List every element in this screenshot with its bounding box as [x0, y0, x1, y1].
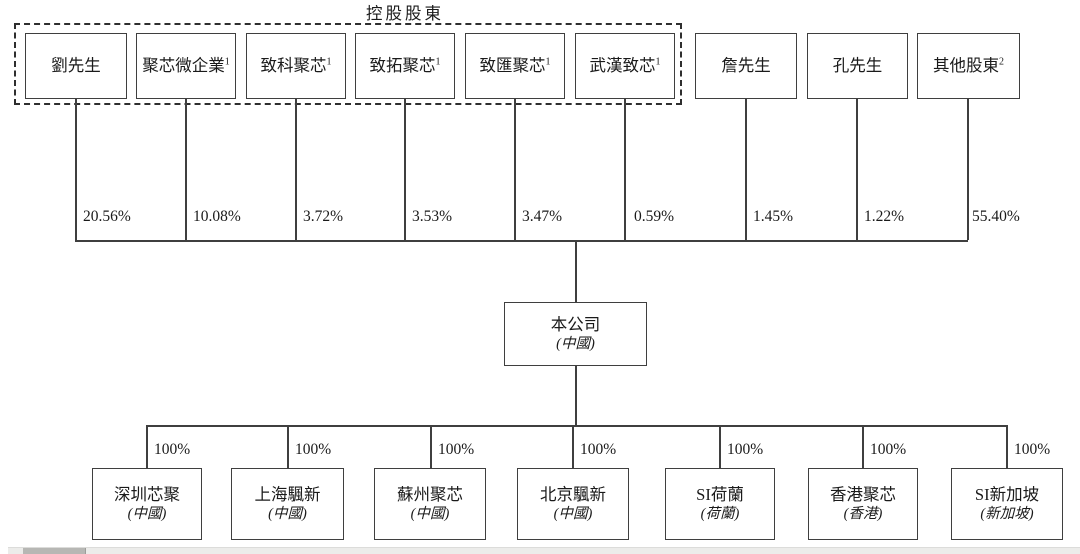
subsidiary-region: (中國) — [410, 506, 450, 523]
ownership-percentage: 100% — [295, 441, 332, 458]
footnote-marker: 1 — [545, 56, 551, 68]
subsidiary-region: (中國) — [268, 506, 307, 523]
ownership-percentage: 1.45% — [753, 208, 794, 225]
ownership-percentage: 20.56% — [83, 208, 131, 225]
shareholder-name: 聚芯微企業 — [142, 55, 225, 75]
shareholder-name: 致匯聚芯 — [479, 55, 546, 75]
shareholder-name: 孔先生 — [832, 55, 883, 75]
shareholder-box-zhan: 詹先生 — [695, 33, 797, 99]
ownership-percentage: 100% — [438, 441, 475, 458]
company-region: (中國) — [556, 336, 595, 353]
ownership-percentage: 3.72% — [303, 208, 344, 225]
connector-line — [514, 99, 516, 240]
ownership-percentage: 55.40% — [972, 208, 1020, 225]
connector-line — [75, 99, 77, 240]
footnote-marker: 1 — [655, 56, 661, 68]
subsidiary-box-hongkong: 香港聚芯 (香港) — [808, 468, 918, 540]
ownership-percentage: 100% — [154, 441, 191, 458]
footnote-marker: 1 — [224, 56, 230, 68]
connector-line — [575, 366, 577, 425]
connector-line — [745, 99, 747, 240]
subsidiary-name: 北京颿新 — [540, 484, 606, 504]
shareholder-box-zhituo: 致拓聚芯1 — [355, 33, 455, 99]
company-name: 本公司 — [550, 314, 601, 334]
connector-line — [146, 425, 1007, 427]
ownership-percentage: 10.08% — [193, 208, 241, 225]
footnote-marker: 1 — [435, 56, 441, 68]
subsidiary-region: (荷蘭) — [700, 506, 740, 523]
connector-line — [624, 99, 626, 240]
controlling-shareholders-title: 控股股東 — [366, 4, 444, 23]
ownership-percentage: 3.53% — [412, 208, 453, 225]
subsidiary-name: SI荷蘭 — [696, 484, 744, 504]
subsidiary-box-beijing: 北京颿新 (中國) — [517, 468, 629, 540]
ownership-percentage: 1.22% — [864, 208, 905, 225]
subsidiary-box-suzhou: 蘇州聚芯 (中國) — [374, 468, 486, 540]
ownership-percentage: 100% — [870, 441, 907, 458]
connector-line — [430, 425, 432, 468]
footnote-marker: 2 — [999, 56, 1004, 68]
connector-line — [967, 99, 969, 240]
connector-line — [856, 99, 858, 240]
shareholder-name: 致拓聚芯 — [369, 55, 436, 75]
subsidiary-name: 深圳芯聚 — [114, 484, 180, 504]
subsidiary-region: (新加坡) — [980, 506, 1034, 523]
controlling-shareholders-group-outline — [14, 23, 682, 105]
shareholder-name: 其他股東 — [933, 55, 999, 75]
connector-line — [75, 240, 968, 242]
subsidiary-box-shenzhen: 深圳芯聚 (中國) — [92, 468, 202, 540]
shareholder-box-zhihui: 致匯聚芯1 — [465, 33, 565, 99]
subsidiary-region: (中國) — [553, 506, 593, 523]
connector-line — [1006, 425, 1008, 468]
subsidiary-box-si-netherlands: SI荷蘭 (荷蘭) — [665, 468, 775, 540]
ownership-percentage: 0.59% — [634, 208, 675, 225]
subsidiary-box-si-singapore: SI新加坡 (新加坡) — [951, 468, 1063, 540]
subsidiary-name: 上海颿新 — [254, 484, 321, 504]
ownership-percentage: 100% — [1014, 441, 1051, 458]
subsidiary-region: (中國) — [127, 506, 167, 523]
shareholder-name: 劉先生 — [51, 55, 101, 75]
subsidiary-name: 香港聚芯 — [830, 484, 896, 504]
shareholder-box-liu: 劉先生 — [25, 33, 127, 99]
shareholder-box-wuhanzhixin: 武漢致芯1 — [575, 33, 675, 99]
connector-line — [287, 425, 289, 468]
subsidiary-region: (香港) — [843, 506, 883, 523]
shareholder-box-zhike: 致科聚芯1 — [246, 33, 346, 99]
subsidiary-name: SI新加坡 — [974, 484, 1040, 504]
shareholder-name: 武漢致芯 — [589, 55, 656, 75]
ownership-percentage: 100% — [580, 441, 617, 458]
connector-line — [295, 99, 297, 240]
company-box: 本公司 (中國) — [504, 302, 647, 366]
connector-line — [404, 99, 406, 240]
connector-line — [719, 425, 721, 468]
shareholder-box-other: 其他股東2 — [917, 33, 1020, 99]
ownership-percentage: 3.47% — [522, 208, 563, 225]
subsidiary-name: 蘇州聚芯 — [397, 484, 463, 504]
connector-line — [185, 99, 187, 240]
shareholder-box-kong: 孔先生 — [807, 33, 908, 99]
connector-line — [572, 425, 574, 468]
footnote-marker: 1 — [326, 56, 332, 68]
connector-line — [146, 425, 148, 468]
connector-line — [862, 425, 864, 468]
shareholder-box-juxinwei: 聚芯微企業1 — [136, 33, 236, 99]
horizontal-scrollbar[interactable] — [8, 547, 1080, 554]
connector-line — [575, 240, 577, 302]
scrollbar-thumb[interactable] — [23, 548, 86, 554]
shareholder-name: 詹先生 — [721, 55, 771, 75]
ownership-percentage: 100% — [727, 441, 764, 458]
subsidiary-box-shanghai: 上海颿新 (中國) — [231, 468, 344, 540]
shareholder-name: 致科聚芯 — [260, 55, 327, 75]
